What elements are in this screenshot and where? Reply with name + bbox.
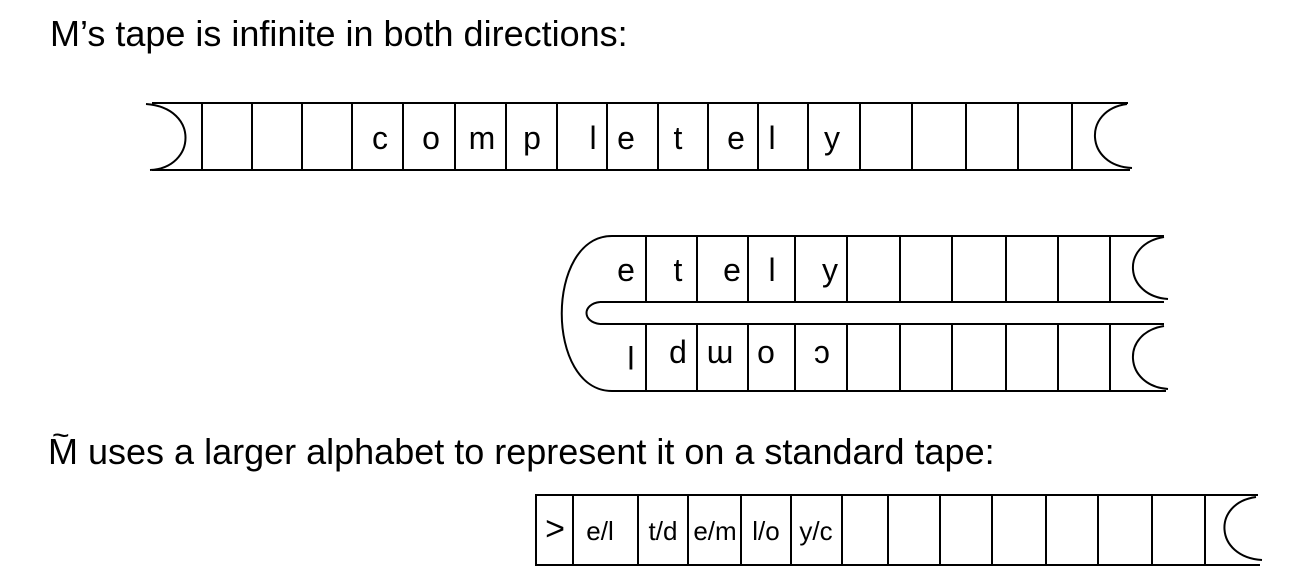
- tape-cell-symbol: e: [727, 120, 745, 156]
- m-tilde-symbol: ~M: [48, 419, 78, 472]
- lower-right-break: [1132, 325, 1169, 390]
- folded-upper-cell-symbol: e: [723, 252, 741, 288]
- standard-tape-cell-symbol: >: [545, 510, 565, 548]
- tape-cell-symbol: l: [768, 120, 775, 156]
- tape-cell-symbol: t: [674, 120, 683, 156]
- folded-upper-cell-symbol: y: [822, 252, 838, 288]
- folded-lower-cell-symbol: o: [757, 339, 775, 375]
- standard-tape-right-break: [1223, 496, 1263, 561]
- folded-upper-cell-symbol: t: [674, 252, 683, 288]
- tape-cell-symbol: e: [617, 120, 635, 156]
- tape-cell-symbol: y: [824, 120, 840, 156]
- tape-cell-symbol: c: [372, 120, 388, 156]
- folded-upper-cell-symbol: e: [617, 252, 635, 288]
- folded-lower-cell-symbol: l: [627, 339, 634, 375]
- heading-standard-tape: ~M uses a larger alphabet to represent i…: [48, 419, 995, 472]
- tape-right-break: [1093, 103, 1133, 169]
- m-letter: M: [48, 431, 78, 472]
- heading-infinite-tape: M’s tape is infinite in both directions:: [50, 13, 628, 54]
- tape-left-break: [145, 103, 187, 171]
- upper-right-break: [1132, 236, 1169, 300]
- folded-upper-cell-symbol: l: [768, 252, 775, 288]
- standard-tape-cell-symbol: y/c: [799, 516, 832, 546]
- tape-cell-symbol: l: [589, 120, 596, 156]
- tilde-accent: ~: [52, 419, 70, 452]
- fold-outer-curve: [560, 235, 613, 392]
- standard-tape-cell-symbol: e/m: [693, 516, 736, 546]
- tape-cell-symbol: m: [469, 120, 496, 156]
- standard-tape-cell-symbol: e/l: [586, 516, 613, 546]
- folded-lower-cell-symbol: p: [669, 339, 687, 375]
- tape-cell-symbol: p: [523, 120, 541, 156]
- standard-tape: > e/l t/d e/m l/o y/c: [535, 494, 1263, 566]
- tape-cell-symbol: o: [422, 120, 440, 156]
- folded-lower-cell-symbol: c: [814, 339, 830, 375]
- heading-standard-tape-text: uses a larger alphabet to represent it o…: [78, 431, 995, 472]
- folded-lower-cell-symbol: m: [707, 339, 734, 375]
- standard-tape-cell-symbol: l/o: [752, 516, 779, 546]
- fold-inner-curve: [585, 301, 601, 325]
- standard-tape-cell-symbol: t/d: [649, 516, 678, 546]
